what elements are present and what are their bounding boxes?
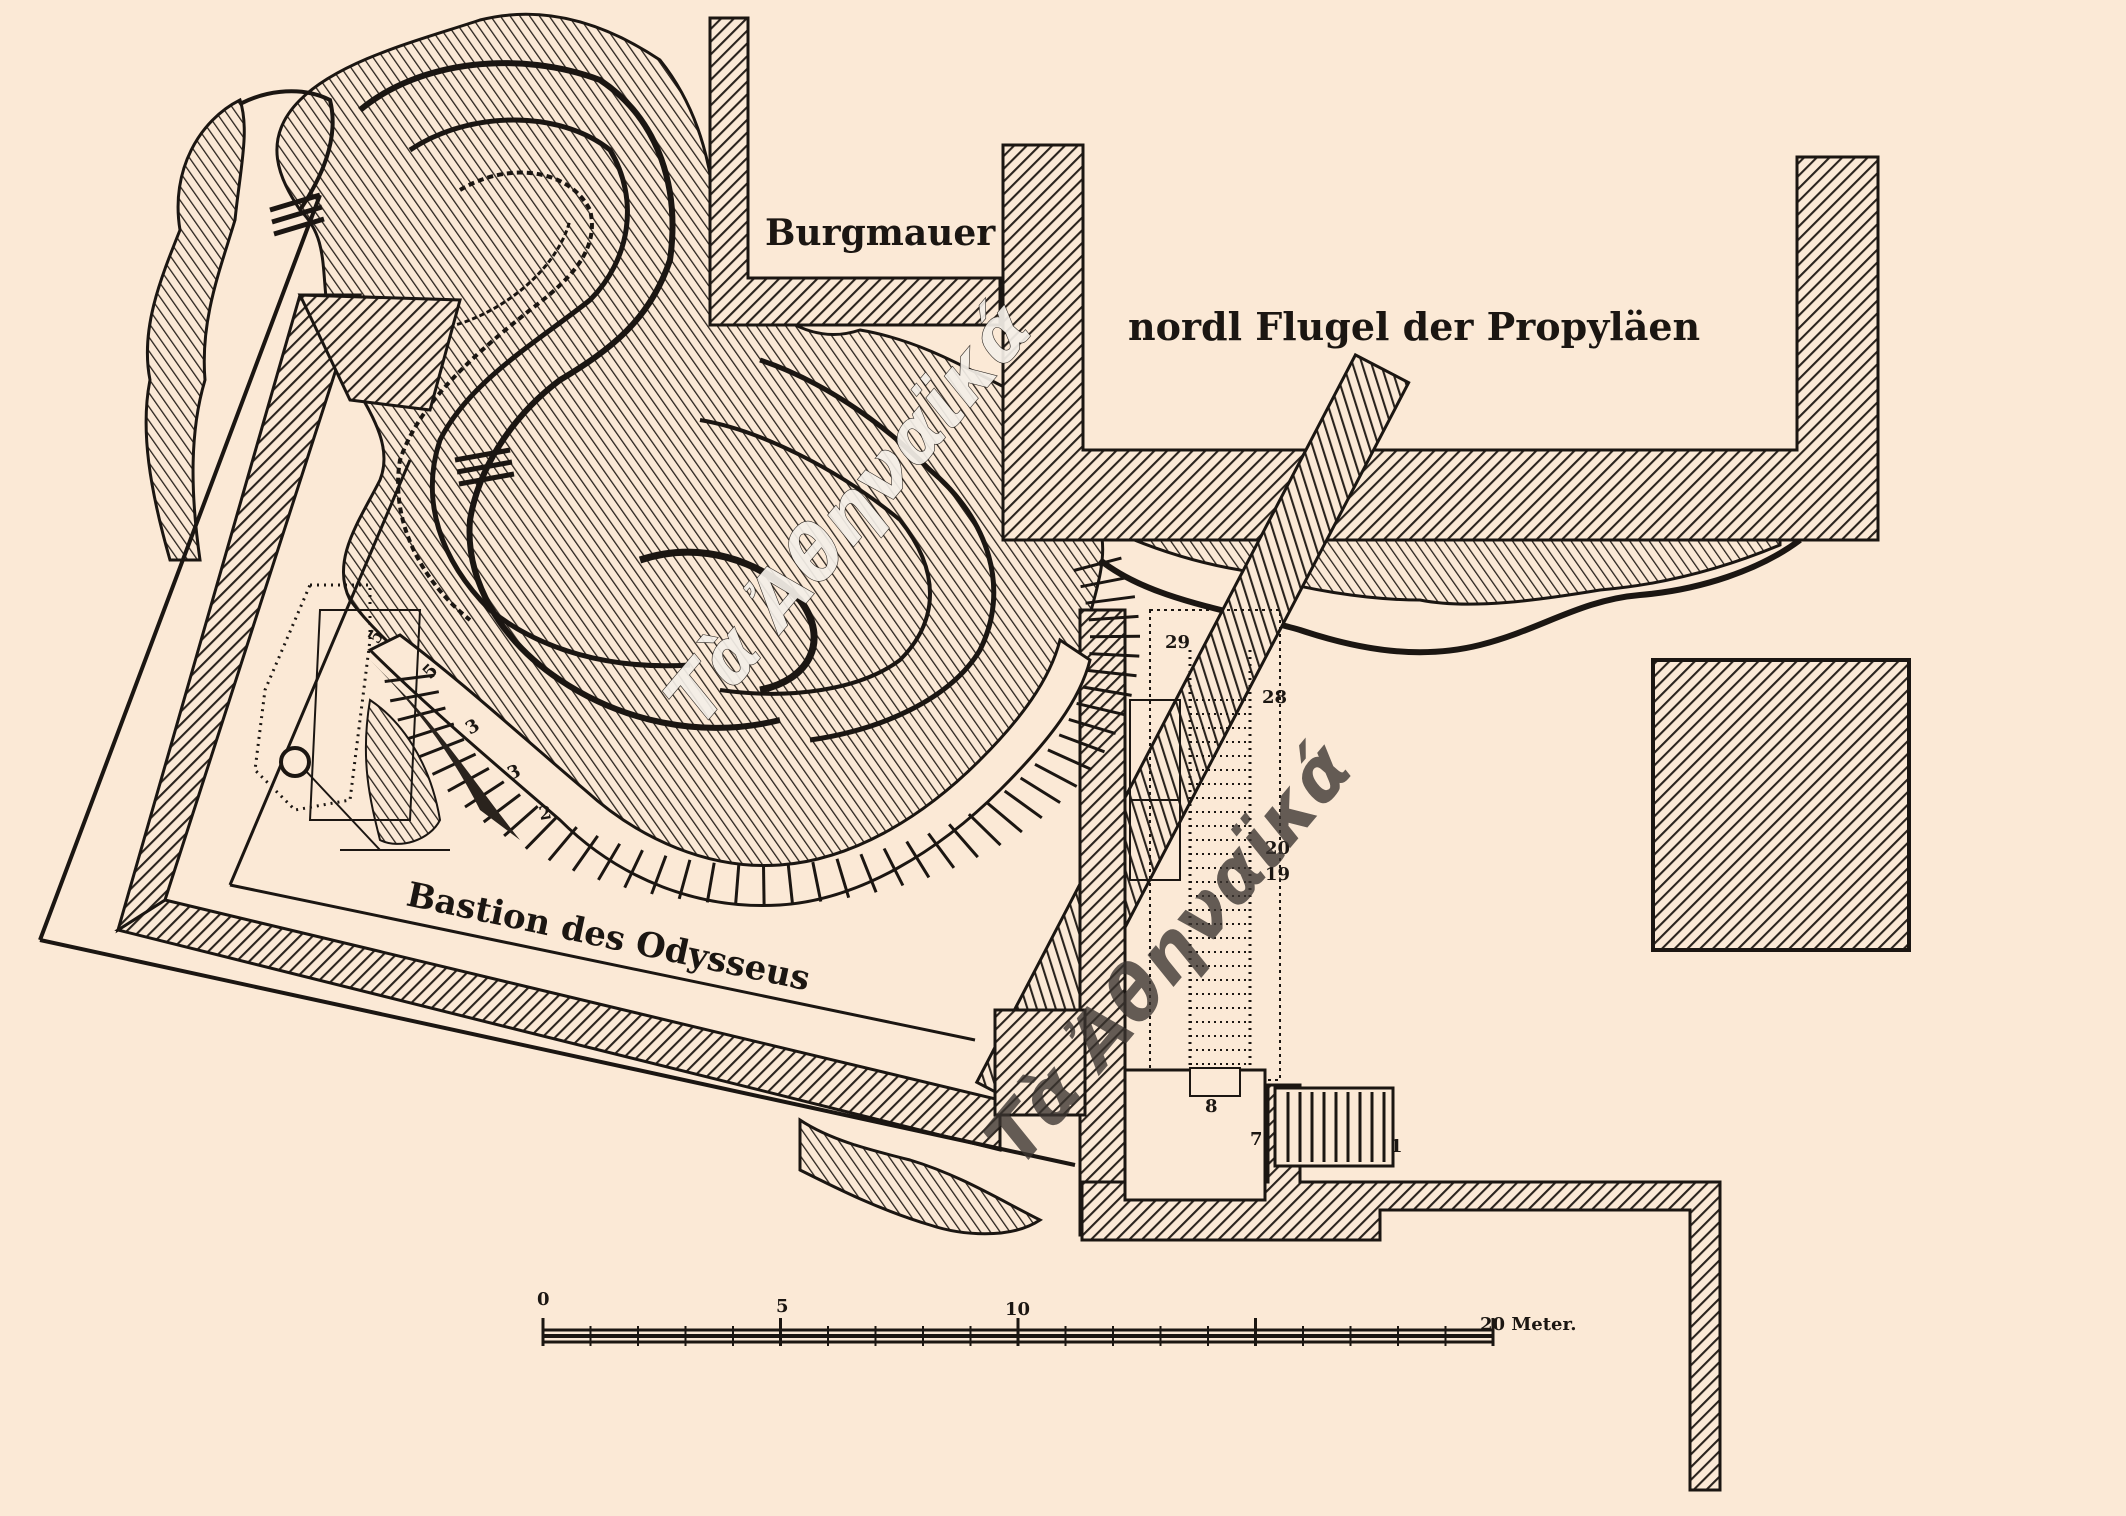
scale-ticks	[541, 1318, 1495, 1346]
curved-step	[905, 840, 931, 879]
stair-number: 8	[1205, 1096, 1218, 1117]
curved-step	[948, 823, 979, 859]
stair-number: 20	[1265, 838, 1290, 859]
curved-step	[1089, 634, 1141, 639]
scale-label-10: 10	[1005, 1299, 1030, 1320]
stair-number: 19	[1265, 864, 1290, 885]
hatched-block	[1651, 658, 1911, 952]
curved-step	[1034, 762, 1078, 788]
curved-step	[1058, 733, 1106, 754]
corridor-wall-west	[1078, 608, 1127, 1237]
curved-stair-band	[367, 633, 1092, 908]
rock-contour	[408, 117, 691, 669]
curved-stair-fan	[370, 660, 520, 840]
rock-contour	[396, 170, 594, 622]
scale-label-20: 20 Meter.	[1480, 1314, 1577, 1335]
curved-step	[524, 816, 558, 850]
curved-step	[1068, 717, 1117, 735]
curved-step	[1082, 685, 1132, 697]
fan-shading	[364, 698, 442, 845]
curved-step	[650, 855, 668, 895]
bastion-inner-frame	[228, 459, 976, 1042]
corridor-outline	[1149, 609, 1281, 1081]
curved-step	[677, 859, 692, 900]
rock-contour	[759, 357, 997, 743]
curved-step	[1086, 668, 1137, 678]
corridor-wall-block	[993, 1008, 1087, 1117]
curved-step	[406, 722, 455, 741]
curved-step	[1085, 595, 1136, 605]
curved-step	[986, 801, 1023, 834]
corridor-room	[1129, 699, 1181, 881]
rock-outcrop	[798, 1117, 1043, 1236]
curved-step	[623, 849, 644, 889]
curved-step	[431, 752, 477, 776]
stair-number: 1	[1390, 1136, 1403, 1157]
tower-rect	[308, 609, 422, 821]
tower-footprint	[253, 583, 450, 851]
curved-step	[1080, 575, 1130, 589]
curved-step	[1003, 789, 1043, 820]
curved-step	[1076, 701, 1125, 717]
bastion-north-wall	[297, 293, 462, 412]
curved-step	[734, 864, 741, 905]
bastion-outline	[38, 194, 1076, 1167]
scale-label-5: 5	[776, 1296, 789, 1317]
label-propylaea: nordl Flugel der Propyläen	[1128, 304, 1700, 349]
landing-step	[1189, 1067, 1241, 1097]
curved-step	[547, 826, 578, 862]
stair-markers	[269, 192, 515, 487]
tower-post	[279, 746, 311, 778]
stair-number: 29	[1165, 632, 1190, 653]
tower-line	[304, 769, 450, 851]
curved-step	[597, 842, 621, 881]
curved-step	[571, 835, 599, 872]
curved-step	[927, 832, 956, 869]
rock-contour	[699, 418, 932, 696]
curved-step	[762, 864, 766, 906]
curved-step	[1089, 652, 1140, 658]
east-steps	[1286, 1092, 1386, 1162]
rock-contour	[638, 548, 818, 694]
burgmauer-wall	[708, 16, 1002, 327]
curved-step	[1088, 614, 1139, 622]
curved-step	[1073, 556, 1122, 572]
rock-contour	[358, 60, 781, 731]
bastion-west-wall	[115, 293, 363, 934]
east-stair	[1273, 1086, 1395, 1168]
corridor-steps	[1188, 650, 1252, 1070]
curved-steps	[384, 556, 1141, 906]
curved-step	[882, 847, 905, 887]
curved-step	[705, 862, 716, 903]
curved-step	[384, 673, 435, 683]
curved-step	[835, 858, 851, 899]
label-burgmauer: Burgmauer	[765, 212, 996, 254]
stair-corridor	[1123, 609, 1395, 1202]
arc-number: 2	[537, 802, 553, 825]
curved-step	[1047, 748, 1093, 771]
rock-edge-west	[144, 97, 246, 562]
rock-contour	[228, 89, 335, 212]
curved-stair	[364, 556, 1141, 908]
curved-step	[389, 690, 440, 703]
curved-step	[418, 737, 465, 759]
stair-number: 7	[1250, 1129, 1263, 1150]
curved-step	[482, 793, 522, 824]
curved-step	[859, 853, 878, 893]
curved-step	[967, 813, 1002, 847]
curved-step	[1019, 776, 1061, 804]
tower-outline	[253, 583, 372, 812]
scale-label-0: 0	[537, 1289, 550, 1310]
curved-step	[786, 864, 794, 905]
walls	[38, 16, 1911, 1492]
rock-terrain	[144, 12, 1802, 1236]
stair-number: 28	[1262, 687, 1287, 708]
curved-step	[811, 861, 823, 902]
scale-bar: 0 5 10 20 Meter.	[537, 1289, 1577, 1346]
